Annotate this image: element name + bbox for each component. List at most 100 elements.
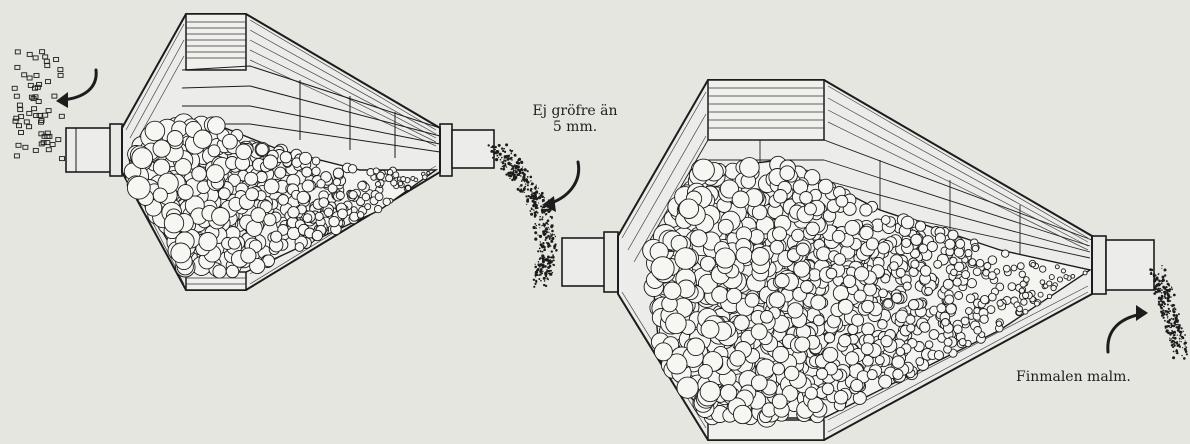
grinding-ball (1031, 262, 1035, 266)
grinding-ball (907, 324, 915, 332)
particle (523, 172, 525, 174)
grinding-ball (826, 268, 837, 279)
particle (1176, 341, 1178, 343)
grinding-ball (1023, 309, 1028, 314)
particle (514, 177, 517, 180)
particle (539, 274, 541, 276)
grinding-ball (362, 193, 370, 201)
particle (1181, 339, 1182, 340)
particle (533, 209, 535, 211)
grinding-ball (860, 204, 872, 216)
particle (538, 224, 540, 226)
feed-piece (34, 74, 39, 78)
particle (528, 195, 530, 197)
particle (1169, 327, 1170, 328)
grinding-ball (333, 168, 343, 178)
particle (544, 233, 547, 236)
grinding-ball (263, 155, 277, 169)
particle (1181, 341, 1182, 342)
particle (540, 280, 542, 282)
grinding-ball (879, 375, 892, 388)
particle (539, 193, 540, 194)
particle (523, 188, 526, 191)
particle (544, 212, 546, 214)
particle (1175, 319, 1176, 320)
particle (1161, 280, 1163, 282)
particle (1179, 331, 1182, 334)
particle (508, 162, 510, 164)
particle (1155, 275, 1156, 276)
particle (534, 266, 537, 269)
particle (490, 150, 493, 153)
feed-piece (16, 143, 21, 147)
particle (530, 189, 532, 191)
grinding-ball (942, 319, 950, 327)
particle (543, 250, 544, 251)
particle (544, 280, 546, 282)
particle (1164, 303, 1166, 305)
feed-piece (46, 80, 51, 84)
particle (1167, 304, 1169, 306)
feed-piece (36, 100, 41, 104)
particle (543, 231, 545, 233)
grinding-ball (822, 383, 834, 395)
grinding-ball (727, 288, 742, 303)
grinding-ball (241, 248, 256, 263)
grinding-ball (375, 182, 380, 187)
particle (527, 170, 529, 172)
particle (500, 159, 502, 161)
particle (504, 157, 505, 158)
particle (550, 240, 553, 243)
grinding-ball (855, 267, 869, 281)
grinding-ball (785, 366, 799, 380)
particle (534, 211, 537, 214)
particle (1157, 288, 1159, 290)
grinding-ball (236, 144, 252, 160)
particle (536, 185, 537, 186)
particle (1161, 265, 1162, 266)
particle (492, 145, 495, 148)
feed-piece (60, 157, 65, 161)
particle (502, 150, 504, 152)
particle (547, 242, 549, 244)
particle (506, 166, 507, 167)
grinding-ball (666, 313, 687, 334)
particle (530, 213, 533, 216)
particle (1177, 327, 1180, 330)
particle (535, 281, 537, 283)
particle (534, 187, 535, 188)
particle (519, 186, 520, 187)
grinding-ball (167, 131, 183, 147)
particle (531, 184, 532, 185)
grinding-ball (862, 300, 874, 312)
particle (532, 195, 535, 198)
particle (1179, 338, 1181, 340)
particle (1160, 303, 1163, 306)
particle (527, 198, 529, 200)
particle (527, 176, 529, 178)
grinding-ball (338, 209, 348, 219)
grinding-ball (357, 212, 364, 219)
grinding-ball (794, 261, 810, 277)
particle (498, 157, 499, 158)
grinding-ball (302, 167, 312, 177)
particle (527, 184, 529, 186)
grinding-ball (833, 286, 848, 301)
particle (531, 191, 532, 192)
grinding-ball (915, 221, 925, 231)
particle (1179, 346, 1181, 348)
particle (545, 214, 547, 216)
grinding-ball (348, 165, 356, 173)
grinding-ball (427, 172, 430, 175)
particle (1172, 344, 1174, 346)
particle (545, 239, 547, 241)
grinding-ball (980, 315, 988, 323)
particle (529, 210, 531, 212)
particle (1163, 306, 1165, 308)
grinding-ball (892, 293, 902, 303)
particle (542, 216, 544, 218)
particle (546, 209, 549, 212)
grinding-ball (740, 158, 760, 178)
grinding-ball (132, 148, 153, 169)
